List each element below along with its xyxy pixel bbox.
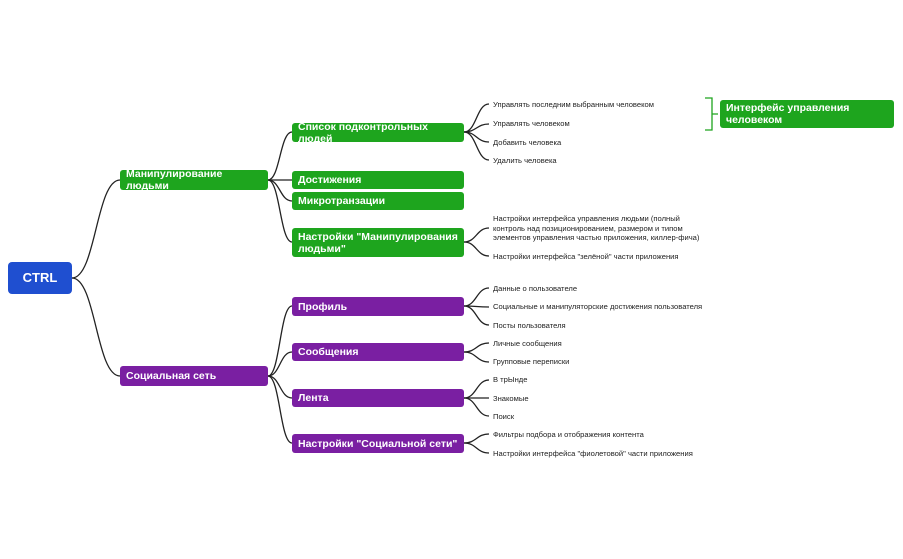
link-social-profile <box>267 305 293 377</box>
link-leaf-0-0 <box>463 103 490 133</box>
node-feed[interactable]: Лента <box>292 389 464 407</box>
link-leaf-4-0 <box>463 379 490 399</box>
link-leaf-5-0 <box>463 433 490 444</box>
node-profile[interactable]: Профиль <box>292 297 464 316</box>
leaf-trending[interactable]: В трЫнде <box>493 375 528 384</box>
leaf-user-data[interactable]: Данные о пользователе <box>493 284 578 293</box>
branch-manipulation[interactable]: Манипулирование людьми <box>120 168 268 192</box>
node-manipulation-settings[interactable]: Настройки "Манипулирования людьми" <box>292 228 464 257</box>
leaf-private-messages[interactable]: Личные сообщения <box>493 339 562 348</box>
link-leaf-2-2 <box>463 305 490 326</box>
branch-social-network[interactable]: Социальная сеть <box>120 366 268 386</box>
leaf-user-posts[interactable]: Посты пользователя <box>493 321 566 330</box>
link-leaf-0-2 <box>463 131 490 143</box>
leaf-group-chats[interactable]: Групповые переписки <box>493 357 570 366</box>
callout-control-interface[interactable]: Интерфейс управления человеком <box>720 100 894 128</box>
link-leaf-0-1 <box>463 123 490 133</box>
leaf-acquaintances[interactable]: Знакомые <box>493 394 529 403</box>
leaf-manage-person[interactable]: Управлять человеком <box>493 119 570 128</box>
link-leaf-1-1 <box>463 241 490 257</box>
leaf-add-person[interactable]: Добавить человека <box>493 138 562 147</box>
link-manip-microtx <box>267 179 293 202</box>
leaf-green-interface-settings[interactable]: Настройки интерфейса "зелёной" части при… <box>493 252 679 261</box>
node-achievements[interactable]: Достижения <box>292 171 464 189</box>
link-manip-list <box>267 131 293 181</box>
link-leaf-3-1 <box>463 351 490 363</box>
leaf-content-filters[interactable]: Фильтры подбора и отображения контента <box>493 430 644 439</box>
leaf-delete-person[interactable]: Удалить человека <box>493 156 557 165</box>
leaf-manage-last-selected[interactable]: Управлять последним выбранным человеком <box>493 100 654 109</box>
callout-bracket <box>705 97 718 131</box>
link-manip-settings <box>267 179 293 243</box>
link-social-feed <box>267 375 293 399</box>
link-leaf-1-0 <box>463 227 490 243</box>
node-controlled-people-list[interactable]: Список подконтрольных людей <box>292 121 464 145</box>
leaf-control-interface-settings[interactable]: Настройки интерфейса управления людьми (… <box>493 214 700 242</box>
link-root-social <box>71 277 121 377</box>
node-messages[interactable]: Сообщения <box>292 343 464 361</box>
link-leaf-4-2 <box>463 397 490 417</box>
link-leaf-0-3 <box>463 131 490 161</box>
leaf-search[interactable]: Поиск <box>493 412 515 421</box>
node-microtransactions[interactable]: Микротранзации <box>292 192 464 210</box>
node-social-settings[interactable]: Настройки "Социальной сети" <box>292 434 464 453</box>
leaf-purple-interface-settings[interactable]: Настройки интерфейса "фиолетовой" части … <box>493 449 693 458</box>
root-node-ctrl[interactable]: CTRL <box>8 262 72 294</box>
link-social-messages <box>267 351 293 377</box>
link-root-manipulation <box>71 179 121 279</box>
link-leaf-2-0 <box>463 287 490 307</box>
link-leaf-5-1 <box>463 442 490 454</box>
leaf-user-achievements[interactable]: Социальные и манипуляторские достижения … <box>493 302 703 311</box>
link-leaf-3-0 <box>463 342 490 353</box>
link-social-settings <box>267 375 293 444</box>
link-leaf-2-1 <box>463 305 490 308</box>
